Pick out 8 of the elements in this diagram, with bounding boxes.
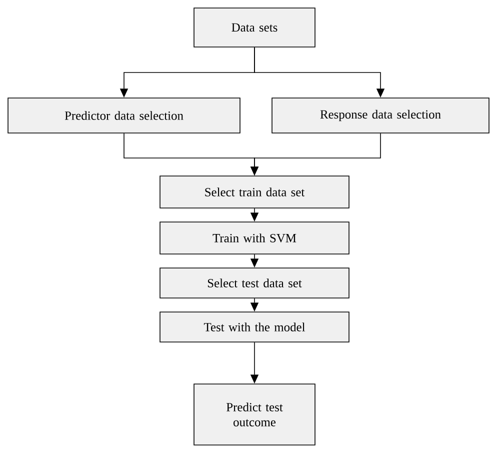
process-box: Train with SVM: [160, 222, 350, 254]
process-box: Select test data set: [160, 268, 350, 298]
process-box: Predictor data selection: [8, 98, 240, 134]
process-box: Data sets: [194, 8, 316, 48]
process-box: Response data selection: [272, 98, 490, 134]
process-box: Select train data set: [160, 176, 350, 208]
process-box: Predict test outcome: [194, 384, 316, 446]
process-box: Test with the model: [160, 312, 350, 342]
